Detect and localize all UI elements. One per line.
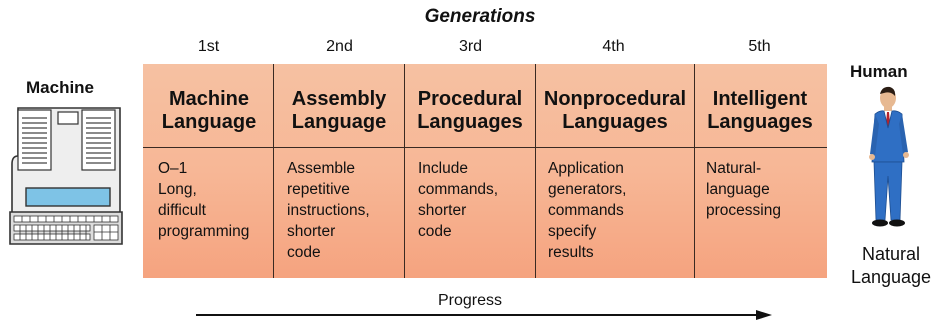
generation-ordinal-2: 2nd [326, 38, 353, 55]
generation-ordinal-3: 3rd [458, 38, 483, 55]
column-divider-2 [404, 64, 405, 278]
generation-description-5: Natural- language processing [706, 160, 781, 219]
natural-language-caption: Natural Language [850, 244, 932, 287]
generation-name-3: Procedural Languages [417, 88, 523, 133]
computer-terminal-icon [9, 107, 123, 245]
businessman-icon [869, 86, 909, 227]
generation-ordinal-1: 1st [197, 38, 220, 55]
generation-name-5: Intelligent Languages [707, 88, 813, 133]
generation-name-4: Nonprocedural Languages [543, 88, 687, 133]
column-divider-3 [535, 64, 536, 278]
generation-ordinal-4: 4th [602, 38, 625, 55]
machine-label: Machine [26, 78, 95, 97]
generation-description-1: O–1 Long, difficult programming [158, 160, 250, 240]
generation-ordinal-5: 5th [748, 38, 771, 55]
generation-name-2: Assembly Language [291, 88, 387, 133]
generation-description-2: Assemble repetitive instructions, shorte… [287, 160, 370, 261]
generation-description-4: Application generators, commands specify… [548, 160, 627, 261]
generation-name-1: Machine Language [161, 88, 257, 133]
column-divider-1 [273, 64, 274, 278]
arrow-right-icon [196, 310, 772, 320]
panel-row-divider [143, 147, 827, 148]
generations-panel [143, 64, 827, 278]
human-label: Human [850, 62, 908, 81]
generation-description-3: Include commands, shorter code [418, 160, 499, 240]
column-divider-4 [694, 64, 695, 278]
diagram-title: Generations [424, 6, 536, 27]
progress-label: Progress [437, 292, 503, 309]
